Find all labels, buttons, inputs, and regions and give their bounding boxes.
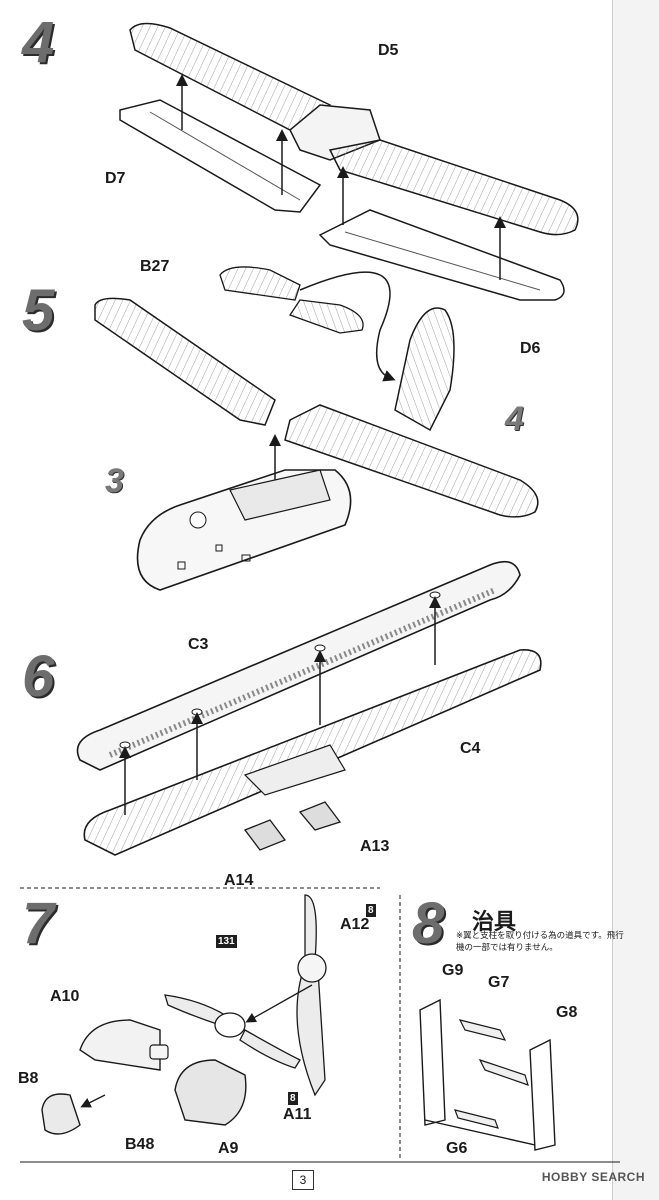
step5-tailplane-b27 — [219, 266, 364, 334]
step7-part-b48 — [149, 1044, 169, 1060]
page-number: 3 — [292, 1170, 314, 1190]
step6-float-a14 — [243, 819, 287, 851]
step7-nose-b8 — [41, 1093, 81, 1135]
part-label: A13 — [360, 838, 390, 855]
part-label: G7 — [488, 974, 510, 991]
part-label: G9 — [442, 962, 464, 979]
step-number: 8 — [412, 891, 445, 956]
step5-fuselage — [136, 469, 352, 591]
paint-badge: 8 — [288, 1092, 298, 1105]
step4-strut-d7 — [119, 99, 322, 213]
part-label: A12 — [340, 916, 370, 933]
step7-propeller-2 — [164, 994, 301, 1069]
step6-lower-wing-c4 — [83, 649, 542, 856]
step6-float-a13 — [298, 801, 342, 831]
watermark-text: HOBBY SEARCH — [541, 1170, 645, 1184]
step5-tail-fin — [394, 307, 455, 432]
step-number: 7 — [22, 891, 55, 956]
step4-upper-wing-right — [328, 139, 579, 236]
part-label: A9 — [218, 1140, 239, 1157]
paint-badge: 131 — [216, 935, 237, 948]
step7-arrow — [245, 984, 313, 1023]
part-label: D5 — [378, 42, 399, 59]
step7-engine-cowling-a10 — [79, 1019, 161, 1071]
step7-engine-a9 — [174, 1059, 247, 1126]
jig-note: ※翼と支柱を取り付ける為の道具です。飛行機の一部では有りません。 — [456, 931, 624, 953]
step-number: 5 — [22, 278, 55, 343]
step4-strut-d6 — [318, 209, 565, 301]
step-number: 4 — [22, 10, 55, 75]
step8-jig — [419, 998, 556, 1151]
part-label: C4 — [460, 740, 481, 757]
part-label: B27 — [140, 258, 170, 275]
step7-arrow — [80, 1094, 106, 1108]
part-label: D6 — [520, 340, 541, 357]
step7-propeller — [296, 894, 327, 1097]
paint-badge: 8 — [366, 904, 376, 917]
step-reference: 3 — [105, 462, 124, 500]
step5-arrow-curve — [299, 271, 396, 382]
step5-left-wing — [94, 297, 276, 426]
part-label: G8 — [556, 1004, 578, 1021]
part-label: A14 — [224, 872, 254, 889]
part-label: A11 — [283, 1106, 312, 1123]
step-reference: 4 — [505, 400, 524, 438]
jig-title: 治具 — [472, 910, 517, 935]
step-number: 6 — [22, 644, 55, 709]
part-label: B8 — [18, 1070, 39, 1087]
right-margin-strip — [612, 0, 659, 1200]
part-label: D7 — [105, 170, 126, 187]
step5-right-wing — [284, 404, 539, 518]
part-label: A10 — [50, 988, 80, 1005]
part-label: B48 — [125, 1136, 155, 1153]
part-label: C3 — [188, 636, 209, 653]
part-label: G6 — [446, 1140, 468, 1157]
